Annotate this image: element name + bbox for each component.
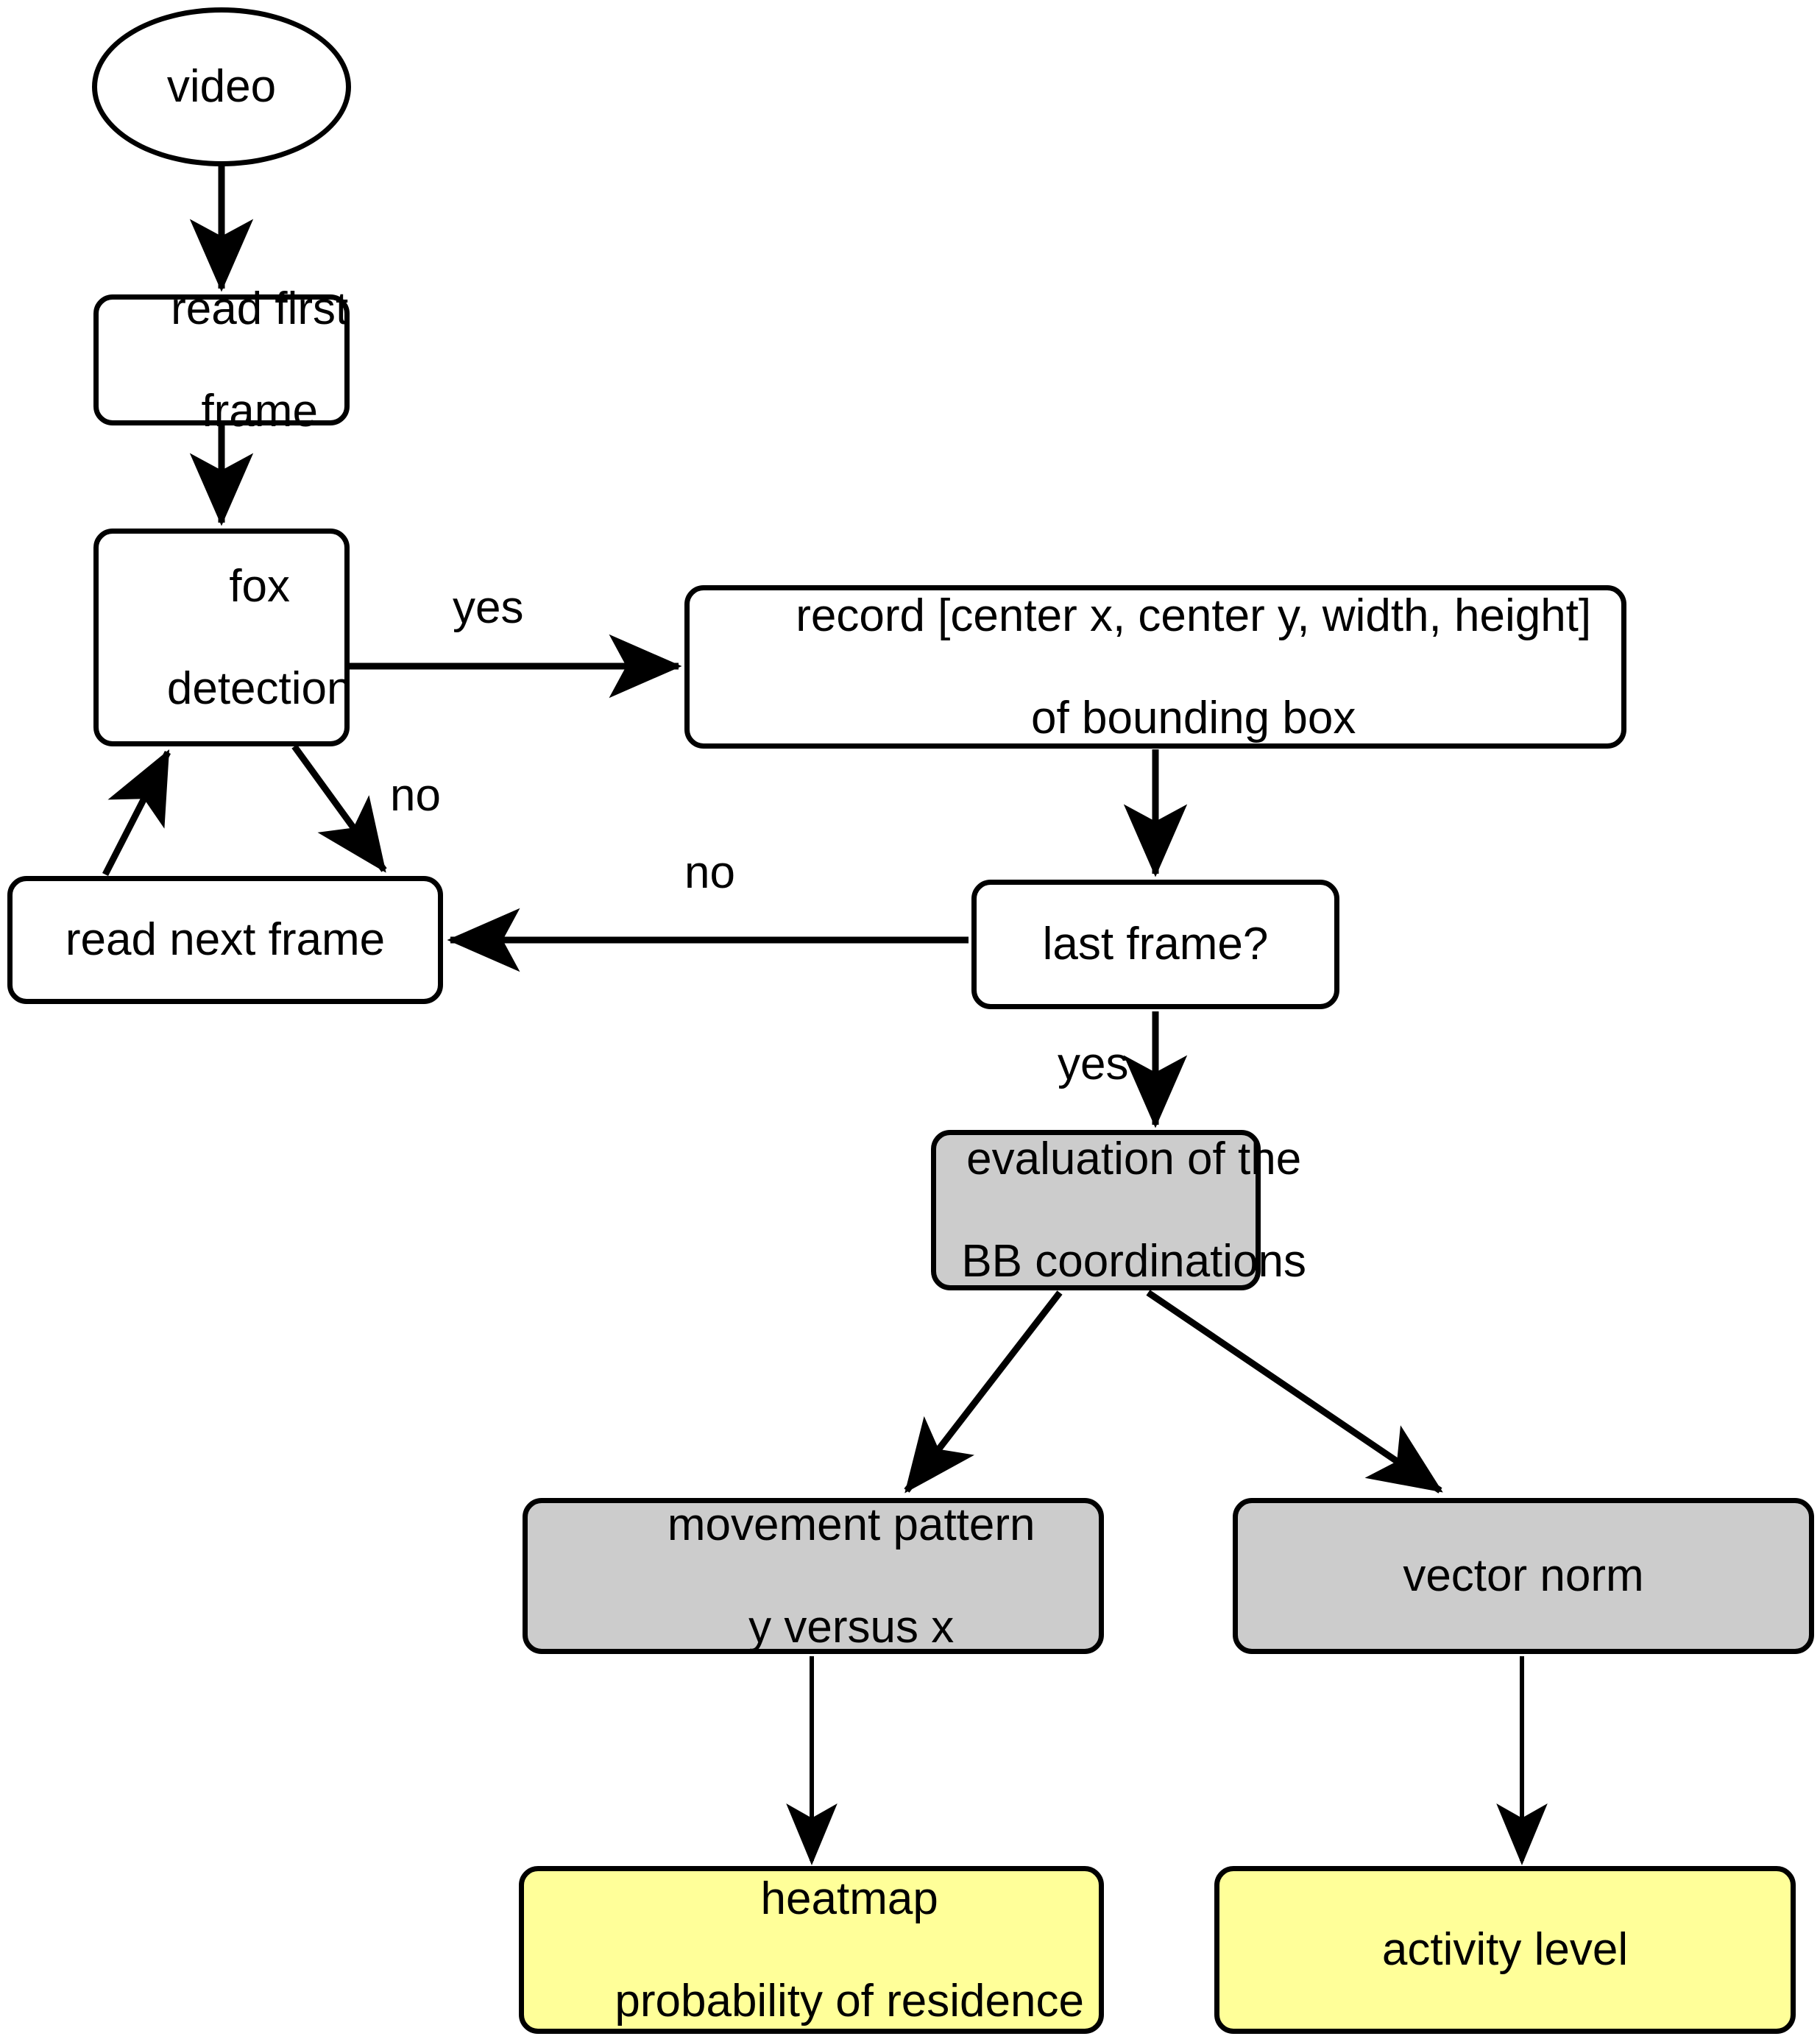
node-activity-level-label: activity level (1381, 1924, 1629, 1976)
line-2: of bounding box (1031, 692, 1356, 743)
line-1: read first (171, 283, 349, 334)
node-heatmap-label: heatmap probability of residence (539, 1822, 1084, 2039)
node-record-bounding-box[interactable]: record [center x, center y, width, heigh… (684, 585, 1626, 749)
node-video[interactable]: video (92, 7, 351, 166)
node-movement-pattern[interactable]: movement pattern y versus x (523, 1498, 1104, 1654)
node-read-first-frame-label: read first frame (95, 232, 349, 487)
line-1: record [center x, center y, width, heigh… (796, 590, 1592, 641)
node-last-frame[interactable]: last frame? (971, 880, 1339, 1009)
node-activity-level[interactable]: activity level (1214, 1866, 1796, 2034)
line-2: y versus x (748, 1601, 955, 1653)
line-1: heatmap (760, 1873, 938, 1924)
node-evaluation-bb-coordinations[interactable]: evaluation of the BB coordinations (931, 1130, 1306, 1290)
edge-label-no-fox-detection: no (390, 770, 441, 821)
line-2: probability of residence (615, 1975, 1084, 2026)
node-fox-detection[interactable]: fox detection (93, 529, 353, 746)
node-read-first-frame[interactable]: read first frame (93, 283, 350, 437)
edge-label-yes-last-frame: yes (1058, 1039, 1129, 1089)
line-1: fox (229, 560, 291, 612)
node-read-next-frame-label: read next frame (65, 914, 386, 966)
node-vector-norm[interactable]: vector norm (1233, 1498, 1814, 1654)
node-video-label: video (166, 61, 277, 113)
node-movement-pattern-label: movement pattern y versus x (591, 1448, 1035, 1703)
edge-label-yes-fox-detection: yes (453, 582, 524, 633)
node-evaluation-bb-coordinations-label: evaluation of the BB coordinations (885, 1082, 1306, 1337)
line-2: BB coordinations (961, 1235, 1307, 1287)
line-1: evaluation of the (966, 1133, 1302, 1184)
edge-label-no-last-frame: no (684, 847, 735, 898)
line-1: movement pattern (667, 1499, 1035, 1550)
node-vector-norm-label: vector norm (1403, 1550, 1644, 1602)
node-read-next-frame[interactable]: read next frame (7, 876, 443, 1004)
node-fox-detection-label: fox detection (91, 509, 353, 765)
node-last-frame-label: last frame? (1042, 919, 1269, 970)
line-2: detection (166, 662, 353, 714)
edge-read-next-frame-to-fox-detection (102, 749, 171, 877)
line-2: frame (201, 385, 318, 437)
node-record-bounding-box-label: record [center x, center y, width, heigh… (720, 539, 1591, 794)
node-heatmap-probability-of-residence[interactable]: heatmap probability of residence (519, 1866, 1104, 2034)
